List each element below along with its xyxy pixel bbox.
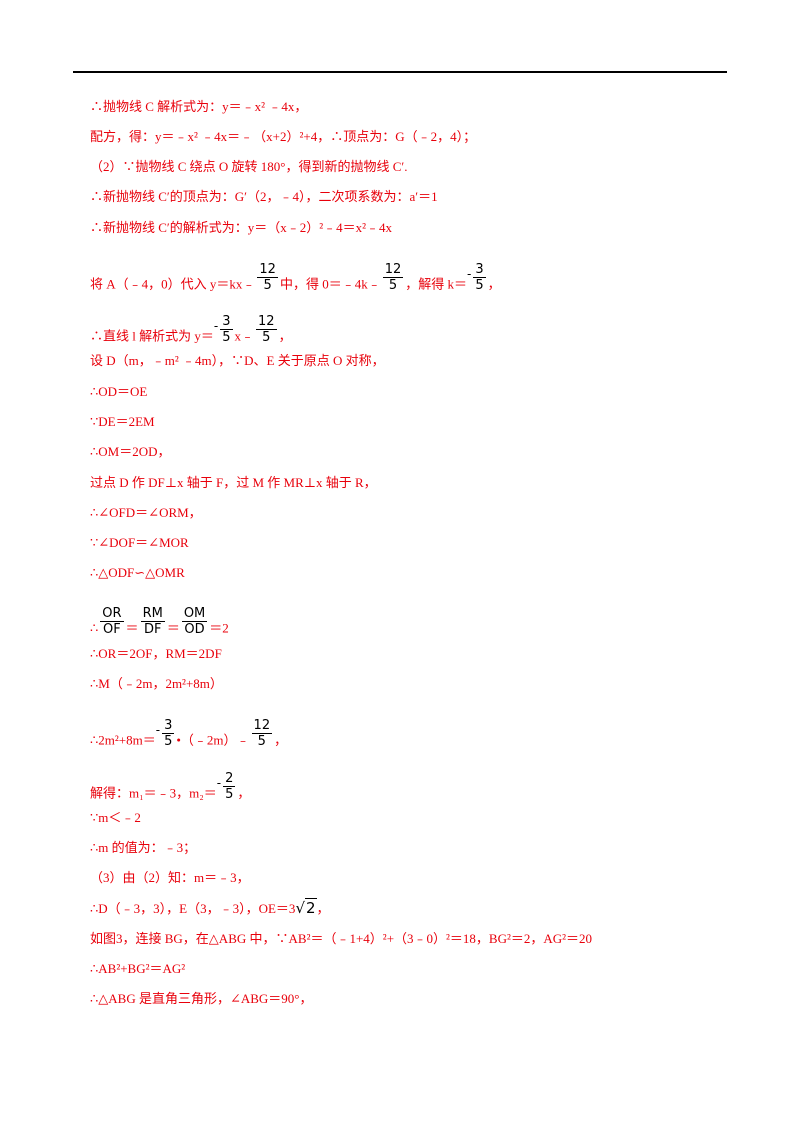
multiply-dot: • (176, 732, 181, 748)
fraction-numerator: 3 (220, 314, 233, 330)
fraction-denominator: 5 (225, 787, 234, 802)
fraction-numerator: 2 (223, 771, 236, 787)
fraction-numerator: OM (181, 606, 208, 622)
text-segment: ， (316, 901, 330, 916)
text-segment: x﹣ (234, 328, 255, 344)
text-segment: ∴D（﹣3，3），E（3，﹣3），OE＝3 (90, 901, 296, 916)
fraction-numerator: OR (100, 606, 124, 622)
text-segment: ， (237, 785, 251, 801)
text-line: ∴新抛物线 C′的顶点为：G′（2，﹣4），二次项系数为：a′＝1 (90, 189, 438, 204)
text-segment: （﹣2m）﹣ (180, 732, 250, 748)
fraction-denominator: 5 (257, 734, 266, 749)
fraction-denominator: 5 (164, 734, 173, 749)
fraction-denominator: 5 (388, 278, 398, 293)
fraction-numerator: 3 (473, 262, 486, 278)
fraction-denominator: 5 (263, 278, 272, 293)
text-segment: 将 A（﹣4，0）代入 y＝kx﹣ (90, 276, 256, 292)
text-segment: ， (274, 732, 288, 748)
text-line: ∴M（﹣2m，2m²+8m） (90, 676, 223, 691)
text-line-points: ∴D（﹣3，3），E（3，﹣3），OE＝3√2， (90, 898, 330, 917)
text-line: 过点 D 作 DF⊥x 轴于 F，过 M 作 MR⊥x 轴于 R， (90, 475, 377, 490)
text-line: ∴OD＝OE (90, 384, 148, 399)
minus-sign: - (155, 723, 161, 738)
fraction-denominator: 5 (475, 278, 484, 293)
fraction-numerator: 12 (251, 718, 273, 734)
minus-sign: - (216, 776, 222, 791)
text-line: ∵∠DOF＝∠MOR (90, 535, 189, 550)
text-segment: ，解得 k＝ (405, 276, 468, 292)
text-segment: ∴2m²+8m＝ (90, 732, 156, 748)
sqrt-radicand: 2 (305, 898, 317, 917)
fraction-numerator: 12 (257, 262, 278, 278)
text-segment: ＝2 (209, 620, 229, 636)
text-line: ∴OM＝2OD， (90, 444, 171, 459)
sqrt-expression: √2 (295, 898, 317, 917)
text-segment: 中，得 0＝﹣4k﹣ (279, 276, 381, 292)
text-segment: ， (487, 276, 501, 292)
text-line: 如图3，连接 BG，在△ABG 中，∵AB²＝（﹣1+4）²+（3﹣0）²＝18… (90, 931, 593, 946)
text-line: ∴△ABG 是直角三角形，∠ABG＝90°， (90, 991, 313, 1006)
fraction-denominator: 5 (222, 330, 231, 345)
text-segment: ＝ (166, 620, 180, 636)
text-line: ∴OR＝2OF，RM＝2DF (90, 646, 222, 661)
text-line: ∴新抛物线 C′的解析式为：y＝（x﹣2）²﹣4＝x²﹣4x (90, 220, 393, 235)
fraction-numerator: 12 (256, 314, 277, 330)
minus-sign: - (467, 267, 472, 282)
text-line: 设 D（m，﹣m² ﹣4m），∵D、E 关于原点 O 对称， (90, 353, 385, 368)
fraction-denominator: OD (184, 622, 205, 637)
text-segment: ， (278, 328, 292, 344)
text-segment: ∴直线 l 解析式为 y＝ (90, 328, 214, 344)
text-line: （3）由（2）知：m＝﹣3， (90, 870, 250, 885)
text-line: ∵DE＝2EM (90, 414, 155, 429)
text-line: ∴∠OFD＝∠ORM， (90, 505, 202, 520)
text-segment: ＝ (125, 620, 139, 636)
text-line: （2）∵抛物线 C 绕点 O 旋转 180°，得到新的抛物线 C′. (90, 159, 408, 174)
fraction-denominator: 5 (262, 330, 271, 345)
text-segment: ∴ (90, 620, 99, 636)
fraction-denominator: DF (143, 622, 162, 637)
text-line: ∴m 的值为：﹣3； (90, 840, 197, 855)
fraction-denominator: OF (103, 622, 121, 637)
fraction-numerator: 3 (162, 718, 175, 734)
minus-sign: - (213, 319, 219, 334)
text-line: ∴抛物线 C 解析式为：y＝﹣x² ﹣4x， (90, 99, 308, 114)
text-line: ∵m＜﹣2 (90, 810, 141, 825)
text-line: ∴△ODF∽△OMR (90, 565, 185, 580)
fraction-numerator: RM (140, 606, 165, 622)
text-line: 配方，得：y＝﹣x² ﹣4x＝﹣（x+2）²+4，∴顶点为：G（﹣2，4）； (90, 129, 477, 144)
fraction-numerator: 12 (382, 262, 404, 278)
header-rule (73, 71, 727, 73)
text-segment: 解得：m₁＝﹣3，m₂＝ (90, 785, 217, 801)
text-line: ∴AB²+BG²＝AG² (90, 961, 186, 976)
